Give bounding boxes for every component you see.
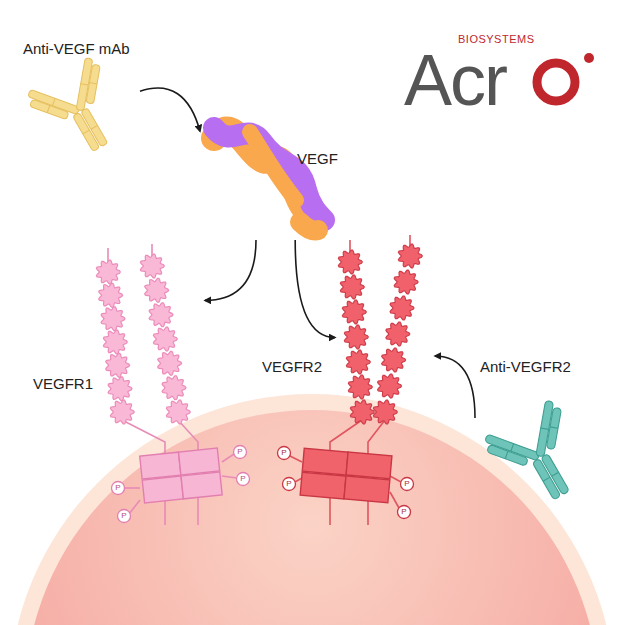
ig-domain [344, 325, 368, 349]
vegfr2-kinase [300, 448, 392, 502]
binding-arrow [435, 356, 475, 418]
binding-arrow [140, 88, 200, 131]
ig-domain [394, 270, 418, 294]
node-label: VEGF [297, 150, 338, 168]
phospho-circles [112, 446, 414, 523]
binding-arrow [205, 240, 256, 300]
phospho-label: P [278, 447, 290, 459]
phospho-label: P [112, 482, 124, 494]
node-label: Anti-VEGF mAb [23, 40, 130, 58]
node-region: VEGF [200, 112, 340, 240]
ig-domain [342, 300, 366, 324]
ig-domain [96, 260, 120, 284]
ig-domain [99, 283, 123, 307]
phospho-label: P [118, 510, 130, 522]
phospho-label: P [237, 473, 249, 485]
binding-arrow [295, 240, 335, 338]
ig-domain [378, 374, 402, 398]
ig-domain [398, 244, 422, 268]
logo-dot [584, 53, 594, 63]
node-region: VEGFR1 [95, 250, 205, 430]
anti-vegf-antibody [20, 52, 139, 170]
ig-domain [350, 400, 374, 424]
phospho-label: P [283, 478, 295, 490]
phospho-label: P [401, 478, 413, 490]
ig-domain [101, 307, 125, 331]
ig-domain [106, 353, 130, 377]
node-region: Anti-VEGFR2 [475, 352, 610, 517]
vegf-dimer [214, 128, 324, 231]
ig-domain [386, 322, 410, 346]
vegfr2-stalks [290, 235, 410, 525]
cell-body [25, 410, 599, 625]
ig-domain [153, 327, 177, 351]
ig-domain [166, 400, 190, 424]
ig-domain [108, 377, 132, 401]
ig-domain [110, 400, 134, 424]
ig-domain [338, 250, 362, 274]
ig-domain [162, 376, 186, 400]
ig-domain [390, 296, 414, 320]
logo-ring [537, 63, 575, 101]
ig-domain [103, 330, 127, 354]
ig-domain [382, 348, 406, 372]
vegfr1-stalks [108, 244, 237, 525]
anti-vegfr2-antibody [476, 394, 602, 519]
logo-wordmark: Acr [404, 44, 506, 116]
vegfr1-kinase [140, 448, 222, 503]
node-region: VEGFR2 [335, 245, 435, 430]
ig-domain [348, 375, 372, 399]
node-label: VEGFR1 [33, 375, 93, 393]
ig-domain [346, 350, 370, 374]
phospho-label: P [398, 506, 410, 518]
receptor-domains [96, 244, 422, 424]
node-label: VEGFR2 [262, 358, 322, 376]
phospho-label: P [234, 446, 246, 458]
node-region: Anti-VEGF mAb [15, 35, 140, 160]
ig-domain [158, 351, 182, 375]
ig-domain [145, 278, 169, 302]
node-label: Anti-VEGFR2 [480, 358, 571, 376]
cell-membrane [9, 394, 615, 625]
ig-domain [340, 275, 364, 299]
ig-domain [140, 254, 164, 278]
ig-domain [373, 400, 397, 424]
ig-domain [149, 303, 173, 327]
